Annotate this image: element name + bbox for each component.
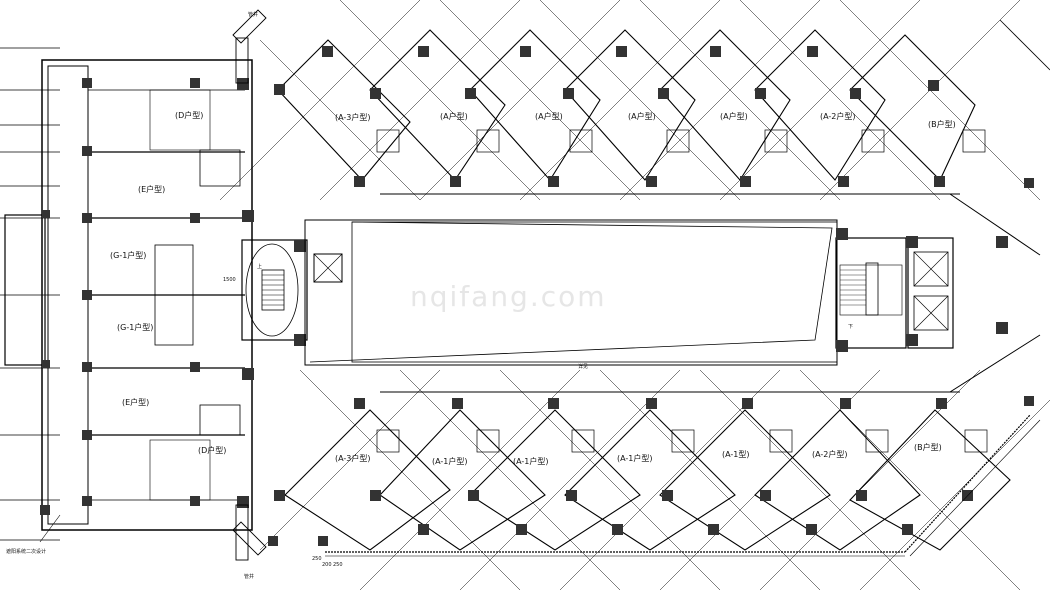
unit-label-b1: (A-3户型) xyxy=(335,453,371,463)
bottom-unit-labels: (A-3户型) (A-1户型) (A-1户型) (A-1户型) (A-1型) (… xyxy=(335,442,942,466)
bottom-unit-columns xyxy=(268,396,1034,546)
left-stair-columns xyxy=(294,240,306,346)
right-core-columns xyxy=(836,228,1008,352)
unit-label-b4: (A-1户型) xyxy=(617,453,653,463)
dim-1: 250 xyxy=(312,556,322,562)
unit-label-l1: (D户型) xyxy=(175,110,203,120)
unit-label-b7: (B户型) xyxy=(914,442,942,452)
bottom-left-note: 遮阳系统二次设计 xyxy=(6,548,46,555)
right-core xyxy=(835,237,954,349)
unit-label-t3: (A户型) xyxy=(535,111,563,121)
top-shaft-note: 管井 xyxy=(248,11,258,18)
bottom-shading xyxy=(325,414,1041,557)
stair-dim: 1500 xyxy=(223,277,236,283)
left-wing xyxy=(4,59,253,531)
top-unit-labels: (A-3户型) (A户型) (A户型) (A户型) (A户型) (A-2户型) … xyxy=(335,111,956,129)
top-unit-columns xyxy=(274,46,1034,188)
unit-label-t4: (A户型) xyxy=(628,111,656,121)
unit-label-l4: (G-1户型) xyxy=(117,322,153,332)
unit-label-t2: (A户型) xyxy=(440,111,468,121)
top-shading xyxy=(999,19,1050,71)
unit-label-t5: (A户型) xyxy=(720,111,748,121)
unit-label-b2: (A-1户型) xyxy=(432,456,468,466)
bottom-bathrooms xyxy=(376,429,988,453)
note-leader xyxy=(39,514,61,543)
unit-label-b6: (A-2户型) xyxy=(812,449,848,459)
shafts xyxy=(232,9,267,561)
unit-label-l5: (E户型) xyxy=(122,397,149,407)
annotations: 1500 上 下 详见 250 200 250 遮阳系统二次设计 管井 管井 xyxy=(6,11,853,580)
left-unit-labels: (D户型) (E户型) (G-1户型) (G-1户型) (E户型) (D户型) xyxy=(110,110,226,455)
bottom-shaft-note: 管井 xyxy=(244,573,254,580)
unit-label-t7: (B户型) xyxy=(928,119,956,129)
unit-label-b3: (A-1户型) xyxy=(513,456,549,466)
unit-label-l6: (D户型) xyxy=(198,445,226,455)
unit-label-l2: (E户型) xyxy=(138,184,165,194)
corridor-note: 详见 xyxy=(578,363,588,370)
unit-label-t6: (A-2户型) xyxy=(820,111,856,121)
bottom-units xyxy=(284,409,1011,551)
left-columns xyxy=(40,78,254,515)
dim-3: 250 xyxy=(333,562,343,568)
corridor-walls xyxy=(380,193,1041,393)
unit-label-l3: (G-1户型) xyxy=(110,250,146,260)
dim-2: 200 xyxy=(322,562,332,568)
diagonal-grid-top xyxy=(219,0,1041,201)
stair-up-note: 上 xyxy=(257,263,262,270)
unit-label-b5: (A-1型) xyxy=(722,450,750,459)
stair-down-note: 下 xyxy=(848,324,853,330)
unit-label-t1: (A-3户型) xyxy=(335,112,371,122)
top-bathrooms xyxy=(376,129,986,153)
atrium xyxy=(304,219,838,366)
top-units xyxy=(277,29,976,181)
watermark: nqifang.com xyxy=(410,280,607,313)
left-stair xyxy=(241,239,343,341)
axis-grid xyxy=(0,47,60,541)
